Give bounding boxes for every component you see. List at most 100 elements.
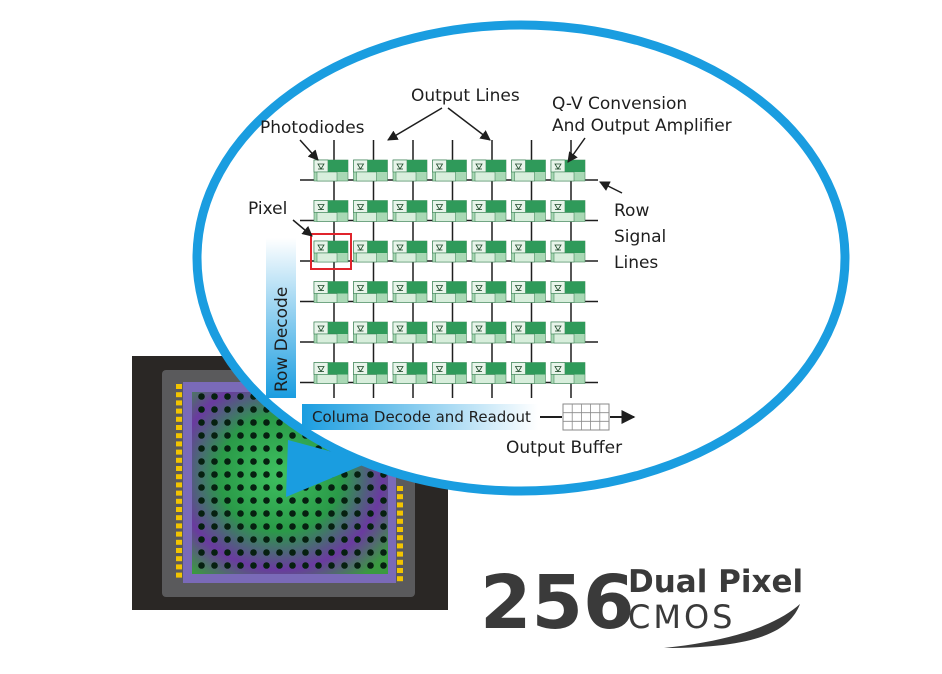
pixel-cell [471,281,507,303]
pixel-array [313,159,586,384]
pixel-cell [511,240,546,263]
output-lines-arrow-right [447,107,491,141]
qv-label-line1: Q-V Convension [552,94,687,114]
chip-pin [176,425,182,430]
chip-pin [176,498,182,504]
row-decode-bar: Row Decode [266,238,296,398]
pixel-cell [353,362,388,384]
pixel-cell [313,281,349,303]
pixel-cell [550,321,586,344]
output-lines-arrow-left [387,107,443,141]
chip-pin [176,457,182,463]
logo-swoosh [664,604,800,648]
pixel-cell [353,240,388,263]
pixel-cell [313,200,349,222]
pixel-label: Pixel [248,199,287,219]
pixel-cell [353,159,388,182]
chip-pin [176,539,182,545]
row-decode-label: Row Decode [272,287,292,392]
pixel-cell [511,200,546,222]
pixel-cell [432,362,467,384]
chip-pin [397,535,403,541]
logo-number: 256 [480,560,634,646]
chip-pin [176,441,182,447]
chip-pin [176,416,182,422]
pixel-cell [392,159,428,182]
pixel-cell [392,321,428,344]
photodiodes-label: Photodiodes [260,118,365,138]
pixel-cell [353,281,388,303]
chip-pin [176,531,182,537]
chip-pin [176,384,182,389]
chip-pin [397,518,403,524]
pixel-arrow [292,219,313,237]
pixel-cell [313,159,349,182]
column-decode-label: Columa Decode and Readout [312,408,531,426]
chip-pins-right [397,486,403,582]
chip-pin [397,486,403,491]
pixel-cell [471,240,507,263]
row-signal-label-line1: Row [614,201,649,221]
pixel-cell [511,362,546,384]
product-logo: 256 Dual Pixel CMOS [480,560,803,648]
pixel-cell [353,321,388,344]
output-lines-label: Output Lines [411,86,520,106]
chip-pin [397,510,403,516]
pixel-cell [313,321,349,344]
chip-pin [176,482,182,488]
bubble-pointer [286,440,370,497]
row-signal-label-line2: Signal [614,227,666,247]
highlighted-pixel [310,233,352,270]
chip-pin [176,548,182,553]
pixel-cell [471,362,507,384]
chip-pin [397,494,403,500]
chip-pin [397,551,403,557]
chip-pin [397,568,403,573]
chip-pin [397,502,403,508]
pixel-cell [471,321,507,344]
chip-pin [176,433,182,439]
row-signal-arrow [599,181,623,194]
qv-arrow [567,137,586,163]
row-signal-label-line3: Lines [614,253,658,273]
pixel-cell [392,240,428,263]
pixel-cell [471,159,507,182]
qv-label-line2: And Output Amplifier [552,116,732,136]
pixel-cell [432,321,467,344]
chip-pin [397,576,403,582]
pixel-cell [392,362,428,384]
chip-pin [176,572,182,578]
chip-pins-left [176,384,182,578]
column-decode-gradient [302,404,538,430]
chip-pin [176,556,182,562]
logo-line1: Dual Pixel [628,564,803,600]
pixel-cell [432,159,467,182]
pixel-cell [550,159,586,182]
pixel-cell [313,362,349,384]
chip-pin [176,474,182,480]
chip-pin [176,523,182,529]
pixel-cell [392,281,428,303]
chip-pin [176,449,182,455]
row-decode-gradient [266,238,296,398]
pixel-cell [432,200,467,222]
chip-pin [397,559,403,565]
photodiodes-arrow [299,139,319,161]
pixel-cell [550,362,586,384]
chip-pin [176,400,182,406]
chip-pin [176,408,182,414]
chip-pin [176,564,182,570]
pixel-cell [432,240,467,263]
pixel-cell [471,200,507,222]
column-decode-bar: Columa Decode and Readout [302,403,636,431]
pixel-cell [550,240,586,263]
pixel-cell [550,281,586,303]
pixel-cell [353,200,388,222]
chip-pin [176,392,182,398]
pixel-cell [511,281,546,303]
chip-pin [176,515,182,521]
chip-pin [176,507,182,512]
pixel-cell [511,321,546,344]
output-buffer-label: Output Buffer [506,438,622,458]
